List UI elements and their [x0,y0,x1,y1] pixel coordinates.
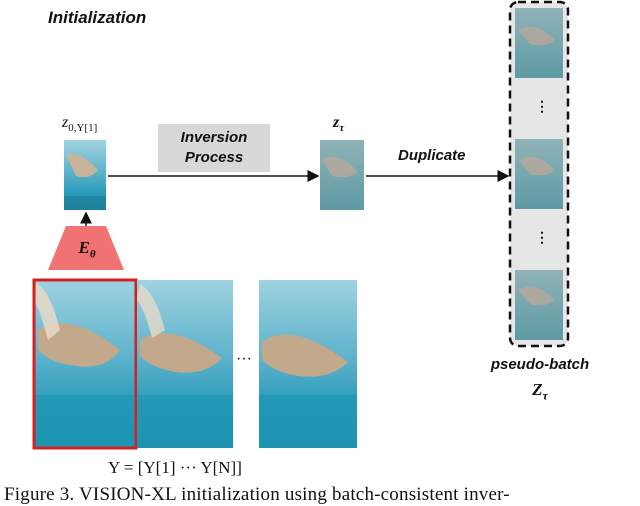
latent-ztau-thumbnail [320,140,364,210]
pseudo-batch-label: pseudo-batch [490,356,590,373]
batch-frame-1 [515,8,563,78]
batch-ellipsis-2: ⋮ [535,229,549,245]
latent-z0-label: z0,Y[1] [62,114,98,135]
latent-ztau-label: zτ [333,114,345,135]
pseudo-batch-symbol: Zτ [532,380,548,403]
section-title: Initialization [48,8,147,27]
batch-ellipsis-1: ⋮ [535,98,549,114]
encoder-block [48,226,124,270]
inversion-label-line1: Inversion [180,129,248,146]
batch-frame-3 [515,270,563,340]
inversion-process-box: Inversion Process [158,124,270,172]
video-frame-2 [137,280,233,448]
duplicate-label: Duplicate [398,147,466,164]
selected-frame-border [32,278,138,450]
figure-caption: Figure 3. VISION-XL initialization using… [4,484,510,505]
batch-frame-2 [515,139,563,209]
frames-ellipsis: ··· [236,350,252,367]
inversion-label-line2: Process [184,149,244,166]
video-equation: Y = [Y[1] ··· Y[N]] [108,458,242,477]
video-frame-1 [32,278,138,450]
latent-z0-thumbnail [64,140,106,210]
encoder-label: Eθ [78,238,96,261]
video-frame-n [259,280,357,448]
